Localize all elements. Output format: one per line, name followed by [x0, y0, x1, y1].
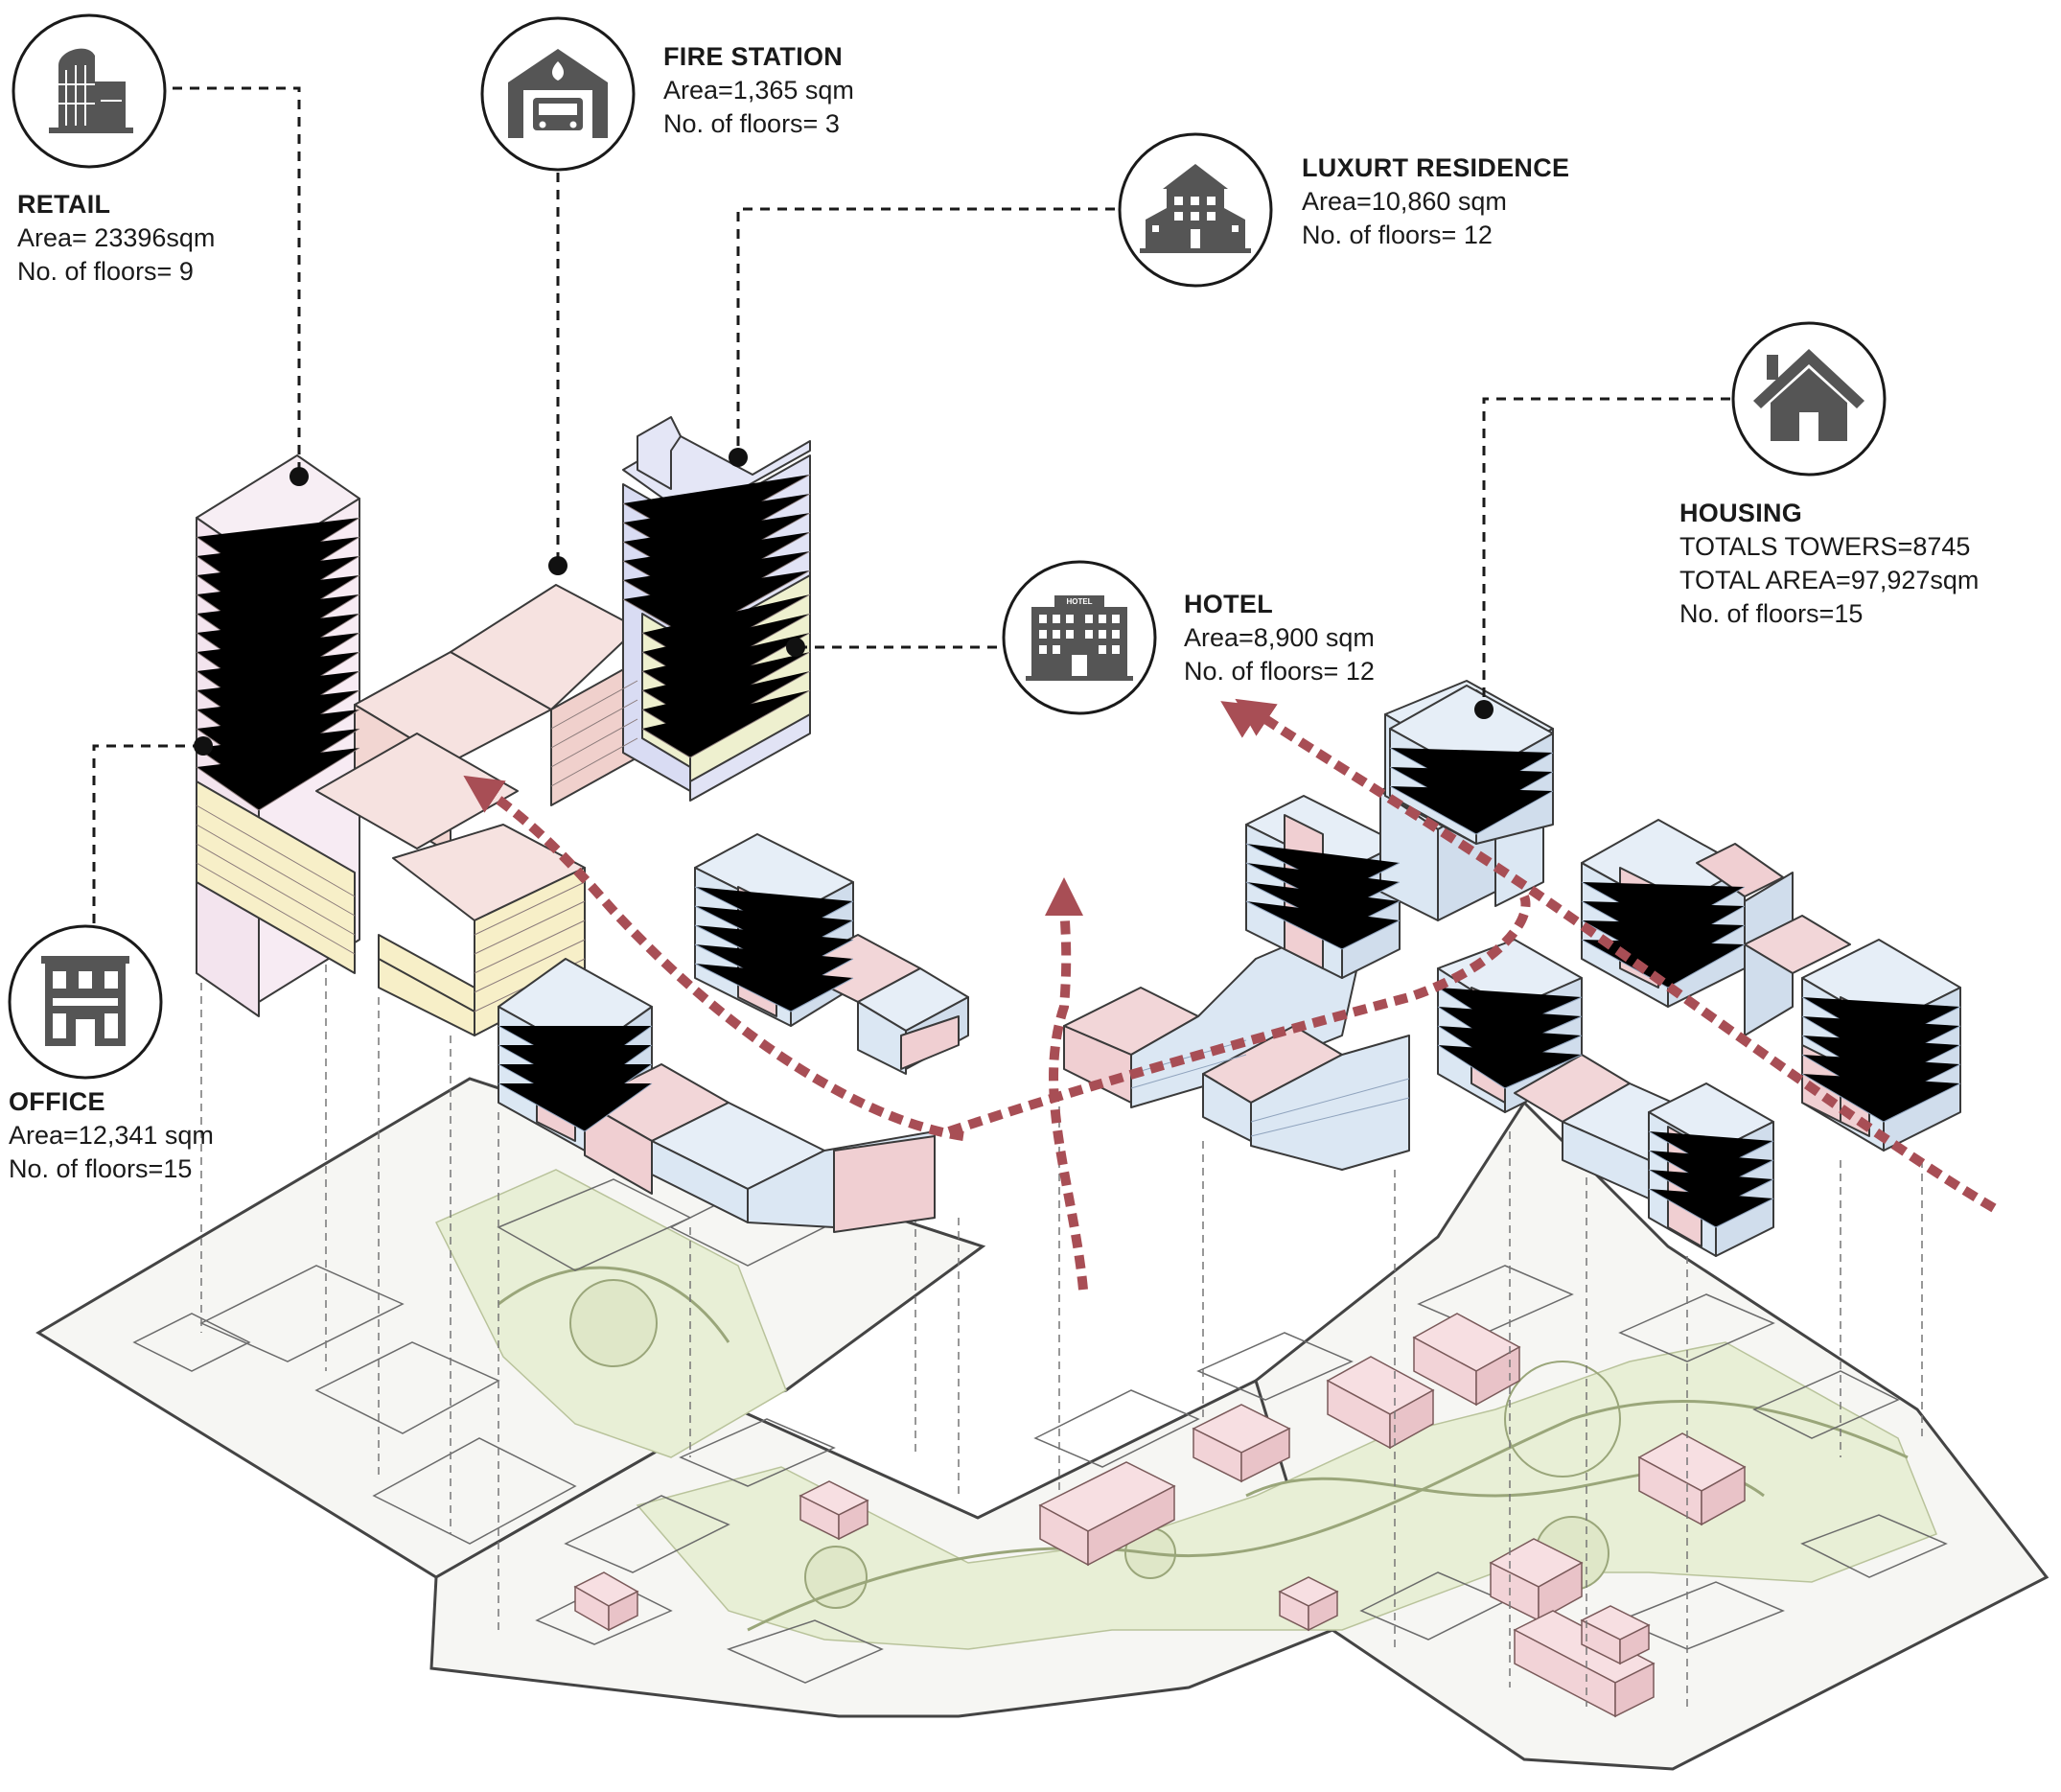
- leader-dots: [194, 448, 1494, 756]
- office-icon-badge: [7, 923, 164, 1081]
- leader-luxury: [736, 207, 1115, 457]
- leader-housing: [1482, 397, 1730, 710]
- housing-icon-badge: [1730, 320, 1887, 477]
- hotel-label: HOTEL Area=8,900 sqm No. of floors= 12: [1184, 588, 1375, 688]
- leader-dot: [786, 638, 805, 657]
- hotel-icon-badge: HOTEL: [1001, 559, 1158, 716]
- plan-blocks: [573, 1313, 1747, 1718]
- leader-office: [92, 744, 203, 923]
- office-title: OFFICE: [9, 1087, 105, 1116]
- leader-dot: [1474, 700, 1494, 719]
- plaza-circle: [569, 1279, 658, 1367]
- office-building-icon: [8, 924, 163, 1080]
- luxury-residence-label: LUXURT RESIDENCE Area=10,860 sqm No. of …: [1302, 151, 1569, 252]
- luxury-residence-floors: No. of floors= 12: [1302, 221, 1493, 249]
- plan-block: [573, 1571, 639, 1632]
- retail-building-icon: [12, 13, 167, 169]
- plan-block: [1278, 1576, 1339, 1632]
- housing-title: HOUSING: [1679, 499, 1803, 527]
- plan-block: [1489, 1538, 1584, 1622]
- leader-retail: [173, 86, 301, 477]
- circulation-arrow: [463, 775, 964, 1141]
- circulation-arrow: [1045, 877, 1088, 1291]
- plaza-circle: [1504, 1361, 1621, 1478]
- circulation-arrow: [1235, 698, 1997, 1213]
- leader-dot: [548, 556, 567, 575]
- floor-lines-housing: [498, 747, 1961, 1228]
- housing-area: TOTAL AREA=97,927sqm: [1679, 566, 1980, 594]
- site-plan: [35, 1077, 2049, 1771]
- floor-lines-mixed: [196, 474, 811, 1012]
- housing-towers: TOTALS TOWERS=8745: [1679, 532, 1971, 561]
- circulation-arrow: [947, 895, 1531, 1136]
- plan-block: [1038, 1461, 1176, 1567]
- fire-station-label: FIRE STATION Area=1,365 sqm No. of floor…: [663, 40, 854, 141]
- retail-icon-badge: [11, 12, 168, 170]
- hotel-building-icon: HOTEL: [1002, 560, 1157, 715]
- plan-block: [1326, 1356, 1435, 1450]
- office-floors: No. of floors=15: [9, 1154, 193, 1183]
- residence-notch: [637, 416, 682, 490]
- office-area: Area=12,341 sqm: [9, 1121, 214, 1150]
- fire-station-title: FIRE STATION: [663, 42, 844, 71]
- lower-wing-yellow: [378, 958, 475, 1036]
- lower-wing-top: [315, 733, 519, 849]
- park-path: [498, 1266, 730, 1343]
- luxury-residence-area: Area=10,860 sqm: [1302, 187, 1507, 216]
- residence-building-icon: [1118, 132, 1273, 288]
- plan-block: [1412, 1313, 1521, 1407]
- house-icon: [1731, 321, 1887, 477]
- plan-block: [1513, 1610, 1656, 1718]
- luxury-residence-title: LUXURT RESIDENCE: [1302, 153, 1570, 182]
- circulation-arrows: [463, 698, 1997, 1291]
- fire-station-floors: No. of floors= 3: [663, 109, 840, 138]
- plaza-circle: [804, 1546, 868, 1609]
- park-path: [747, 1400, 1909, 1632]
- fire-station-icon-badge: [479, 15, 637, 173]
- housing-floors: No. of floors=15: [1679, 599, 1864, 628]
- hotel-title: HOTEL: [1184, 590, 1273, 618]
- hotel-floors: No. of floors= 12: [1184, 657, 1375, 686]
- retail-floors: No. of floors= 9: [17, 257, 194, 286]
- plan-block: [1637, 1432, 1747, 1526]
- leader-dot: [194, 736, 213, 756]
- retail-label: RETAIL Area= 23396sqm No. of floors= 9: [17, 188, 215, 289]
- retail-title: RETAIL: [17, 190, 111, 219]
- fire-station-icon: [480, 16, 636, 172]
- leader-dot: [289, 467, 309, 486]
- luxury-residence-icon-badge: [1117, 131, 1274, 289]
- hotel-area: Area=8,900 sqm: [1184, 623, 1375, 652]
- plan-block: [799, 1480, 869, 1541]
- circulation-arrow: [1220, 701, 1263, 738]
- leader-dot: [729, 448, 748, 467]
- leader-lines: [92, 86, 1730, 923]
- retail-area: Area= 23396sqm: [17, 223, 216, 252]
- office-base-left: [196, 780, 356, 974]
- fire-station-area: Area=1,365 sqm: [663, 76, 854, 105]
- office-label: OFFICE Area=12,341 sqm No. of floors=15: [9, 1085, 214, 1186]
- housing-label: HOUSING TOTALS TOWERS=8745 TOTAL AREA=97…: [1679, 497, 1979, 631]
- plan-block: [1580, 1605, 1651, 1665]
- plan-block: [1192, 1404, 1291, 1483]
- hotel-sign: HOTEL: [1066, 597, 1092, 606]
